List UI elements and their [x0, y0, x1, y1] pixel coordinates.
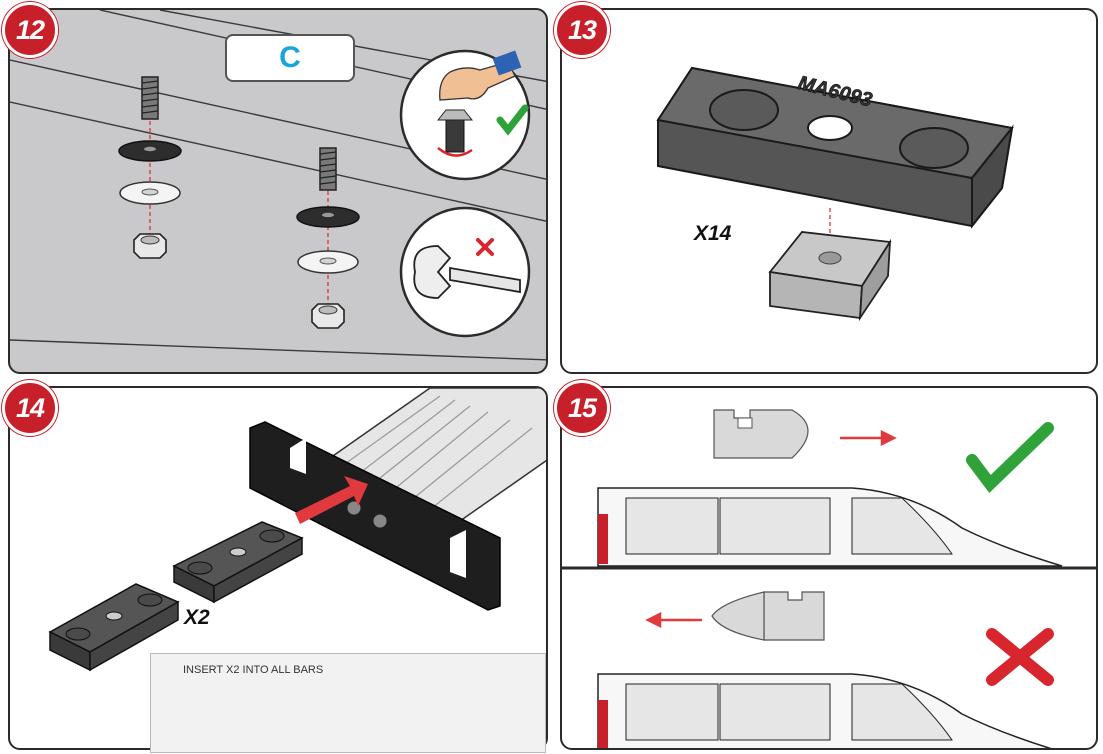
step-12-illustration — [10, 10, 546, 361]
ma6093-spacer — [656, 66, 1014, 229]
bolt-stack-left — [118, 76, 182, 259]
step-12-letter: C — [279, 41, 301, 74]
bolt-stack-right — [296, 147, 360, 329]
cross-icon — [986, 628, 1054, 686]
arrow-left-icon — [645, 611, 702, 629]
arrow-right-icon — [295, 476, 368, 524]
step-14-badge: 14 — [2, 380, 58, 436]
step-15-illustration — [562, 409, 1096, 748]
spacer-block-2 — [48, 583, 180, 672]
step-14-illustration — [48, 388, 546, 672]
check-icon — [496, 104, 529, 136]
square-pad — [768, 231, 892, 322]
step-12-letter-box: C — [225, 34, 355, 82]
wrench-callout — [399, 206, 531, 338]
step-13-badge: 13 — [554, 2, 610, 58]
cross-icon — [476, 238, 494, 256]
step-12-badge: 12 — [2, 2, 58, 58]
step-15-badge: 15 — [554, 380, 610, 436]
check-icon — [966, 422, 1054, 494]
quantity-x2: X2 — [184, 606, 210, 629]
van-top — [597, 487, 1063, 567]
step-14-note: INSERT X2 INTO ALL BARS — [150, 653, 546, 753]
profile-wrong — [711, 591, 825, 641]
profile-correct — [713, 409, 809, 459]
quantity-x14: X14 — [694, 222, 732, 245]
spacer-block-1 — [172, 521, 304, 604]
step-13-panel: MA6093 X14 — [560, 8, 1098, 374]
step-15-panel — [560, 386, 1098, 750]
arrow-right-icon — [840, 429, 897, 447]
step-13-illustration: MA6093 — [656, 66, 1014, 322]
step-12-panel: C — [8, 8, 548, 374]
van-bottom — [597, 673, 1052, 748]
hand-callout — [399, 49, 531, 181]
